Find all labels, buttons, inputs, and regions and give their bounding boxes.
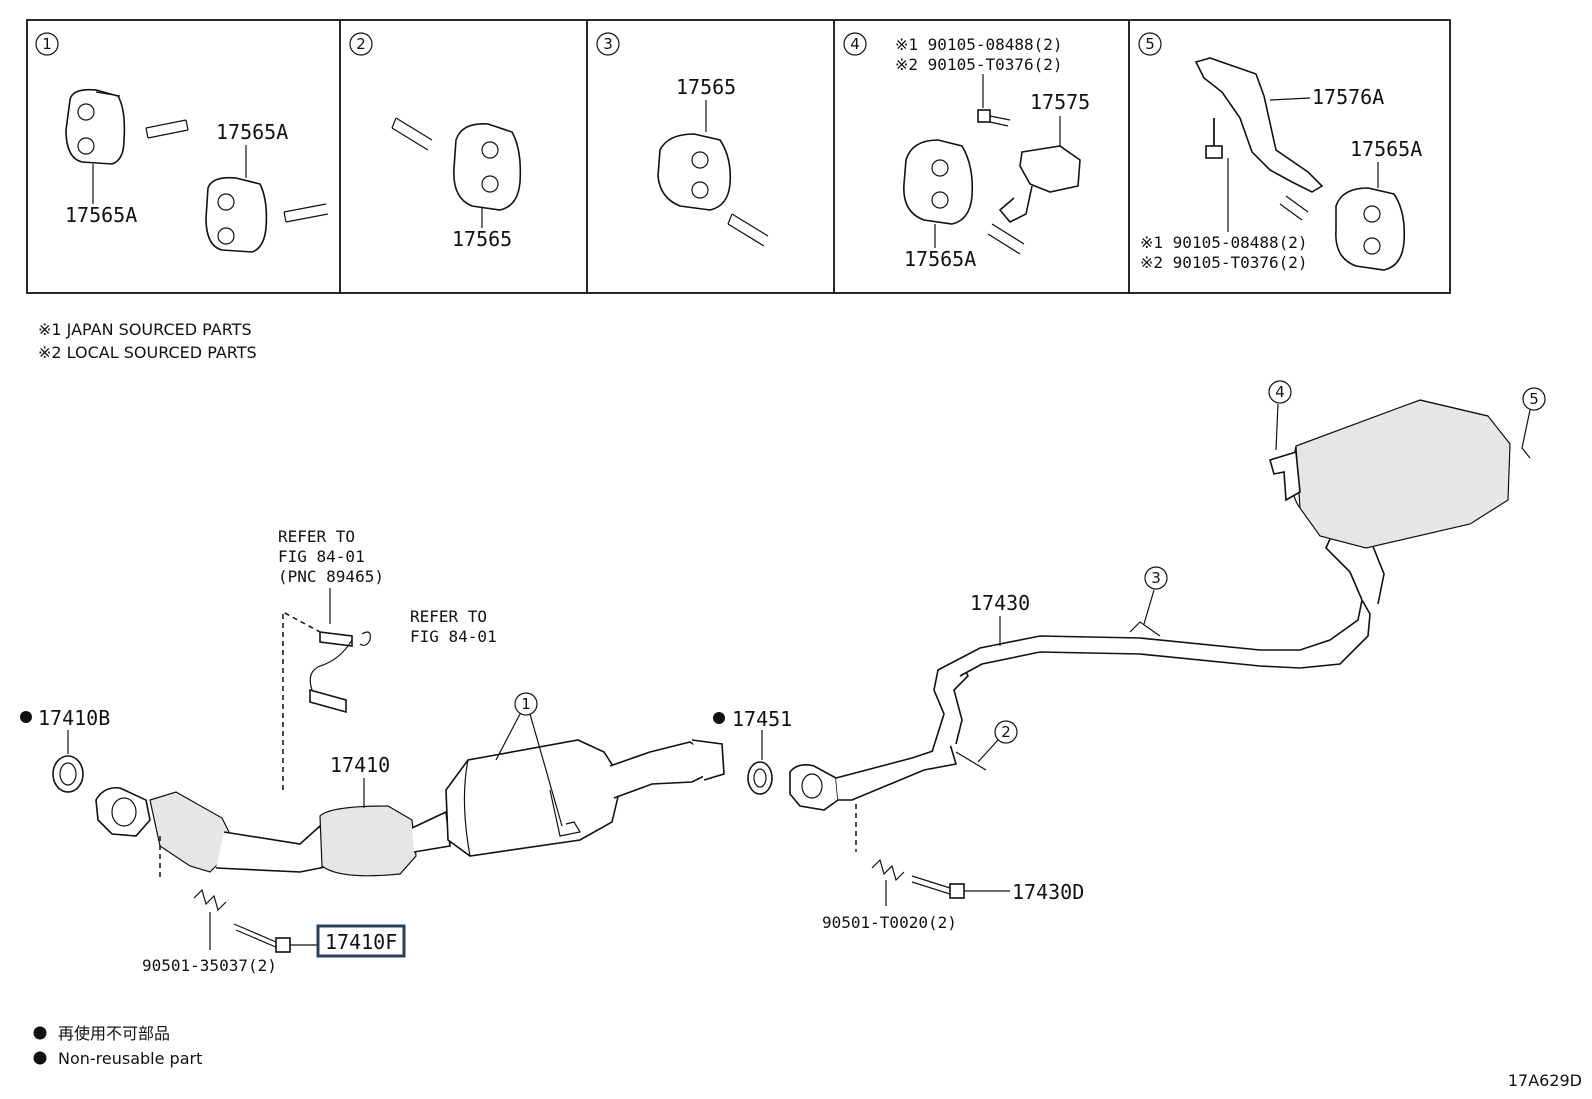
svg-text:4: 4 <box>1275 383 1285 401</box>
callout-3: 3 <box>1143 566 1168 625</box>
refer-note-1-line1: REFER TO <box>278 527 355 546</box>
gasket-17410B <box>52 755 84 793</box>
label-17576A: 17576A <box>1312 85 1384 109</box>
tail-pipe-muffler-assembly <box>789 399 1511 811</box>
label-17575: 17575 <box>1030 90 1090 114</box>
panel-2-hanger <box>453 123 522 211</box>
label-17410B: 17410B <box>38 706 110 730</box>
compression-spring-front <box>193 888 227 912</box>
top-panel-frame <box>26 19 1451 294</box>
panel-number-3: 3 <box>596 32 620 56</box>
front-pipe-catalytic-converter <box>95 739 725 877</box>
panel-4-bracket <box>998 145 1081 223</box>
panel-1-rod-b <box>283 203 329 223</box>
panel-1-rod-a <box>145 119 189 139</box>
bolt-17410F <box>233 923 291 953</box>
panel-5-bracket <box>1194 57 1324 193</box>
footnote-local-sourced: ※2 LOCAL SOURCED PARTS <box>38 343 257 362</box>
callout-4: 4 <box>1268 380 1292 451</box>
panel-3-hanger <box>657 133 732 211</box>
callout-2: 2 <box>977 720 1018 763</box>
figure-code: 17A629D <box>1508 1071 1582 1090</box>
panel-4-rod <box>987 223 1025 255</box>
refer-note-1-line3: (PNC 89465) <box>278 567 384 586</box>
panel-2-rod <box>391 117 433 151</box>
panel-5-rod <box>1279 195 1309 221</box>
panel-3-rod <box>727 213 769 247</box>
leader-17576A <box>1269 97 1311 101</box>
panel-5-note-2: ※2 90105-T0376(2) <box>1140 253 1308 272</box>
panel-4-note-1: ※1 90105-08488(2) <box>895 35 1063 54</box>
svg-text:2: 2 <box>356 35 366 53</box>
refer-note-2-line1: REFER TO <box>410 607 487 626</box>
panel-4-hanger <box>903 139 974 225</box>
panel-4-bolt <box>977 109 1011 127</box>
panel-5-note-1: ※1 90105-08488(2) <box>1140 233 1308 252</box>
non-reusable-dot-17451 <box>713 712 725 724</box>
svg-text:1: 1 <box>42 35 52 53</box>
label-17565A-panel4: 17565A <box>904 247 976 271</box>
callout-1: 1 <box>495 692 563 827</box>
svg-text:3: 3 <box>603 35 613 53</box>
label-90501-35037: 90501-35037(2) <box>142 956 277 975</box>
panel-number-2: 2 <box>349 32 373 56</box>
label-17565A-a: 17565A <box>65 203 137 227</box>
panel-1-hanger-b <box>205 176 268 253</box>
legend-text-en: Non-reusable part <box>58 1049 202 1068</box>
label-17410: 17410 <box>330 753 390 777</box>
panel-number-1: 1 <box>35 32 59 56</box>
svg-text:3: 3 <box>1151 569 1161 587</box>
panel-4-note-2: ※2 90105-T0376(2) <box>895 55 1063 74</box>
label-17430D: 17430D <box>1012 880 1084 904</box>
legend-dot-en <box>33 1051 47 1065</box>
footnote-japan-sourced: ※1 JAPAN SOURCED PARTS <box>38 320 252 339</box>
bolt-17430D <box>911 875 965 899</box>
panel-5-bolt <box>1205 118 1223 159</box>
label-17410F[interactable]: 17410F <box>325 930 397 954</box>
svg-text:4: 4 <box>850 35 860 53</box>
gasket-17451 <box>747 761 773 795</box>
non-reusable-dot-17410B <box>20 711 32 723</box>
highlight-box-17410F <box>316 924 406 958</box>
label-17565A-panel5: 17565A <box>1350 137 1422 161</box>
refer-note-2-line2: FIG 84-01 <box>410 627 497 646</box>
legend-text-jp: 再使用不可部品 <box>58 1024 170 1043</box>
label-17565-panel2: 17565 <box>452 227 512 251</box>
svg-text:1: 1 <box>521 695 531 713</box>
panel-number-4: 4 <box>843 32 867 56</box>
oxygen-sensor <box>309 588 371 714</box>
label-17565A-b: 17565A <box>216 120 288 144</box>
label-17451: 17451 <box>732 707 792 731</box>
panel-1-hanger-a <box>65 88 126 165</box>
panel-5-hanger <box>1335 187 1406 271</box>
label-17430: 17430 <box>970 591 1030 615</box>
svg-text:5: 5 <box>1145 35 1155 53</box>
panel-number-5: 5 <box>1138 32 1162 56</box>
refer-note-1-line2: FIG 84-01 <box>278 547 365 566</box>
label-17565-panel3: 17565 <box>676 75 736 99</box>
legend-dot-jp <box>33 1026 47 1040</box>
callout-5: 5 <box>1521 387 1546 459</box>
svg-text:5: 5 <box>1529 390 1539 408</box>
compression-spring-rear <box>871 858 905 882</box>
svg-text:2: 2 <box>1001 723 1011 741</box>
label-90501-T0020: 90501-T0020(2) <box>822 913 957 932</box>
